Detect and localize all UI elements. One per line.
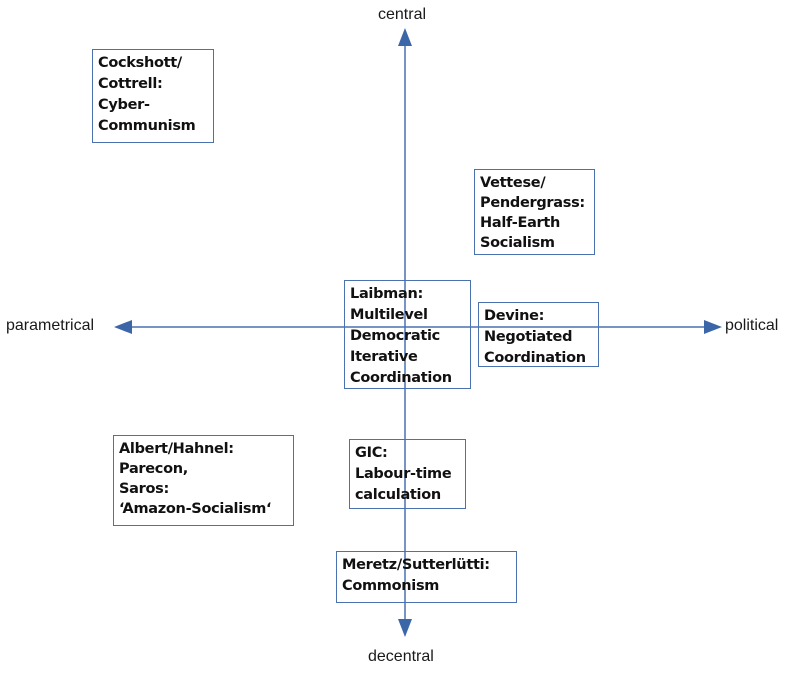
box-line: Meretz/Sutterlütti: <box>342 557 490 573</box>
box-line: Half-Earth <box>480 215 561 231</box>
arrow-right-icon <box>704 320 722 334</box>
box-line: Democratic <box>350 328 440 344</box>
box-albert-hahnel-saros: Albert/Hahnel: Parecon, Saros: ‘Amazon-S… <box>113 435 294 526</box>
axis-label-decentral: decentral <box>368 648 434 665</box>
box-line: Coordination <box>484 350 586 366</box>
box-line: Cottrell: <box>98 76 163 92</box>
box-line: Vettese/ <box>480 175 546 191</box>
box-line: Laibman: <box>350 286 423 302</box>
box-line: Cyber- <box>98 97 150 113</box>
box-line: Pendergrass: <box>480 195 585 211</box>
box-line: GIC: <box>355 445 388 461</box>
box-laibman: Laibman: Multilevel Democratic Iterative… <box>344 280 471 389</box>
box-line: Coordination <box>350 370 452 386</box>
box-cockshott-cottrell: Cockshott/ Cottrell: Cyber- Communism <box>92 49 214 143</box>
arrow-down-icon <box>398 619 412 637</box>
box-line: Devine: <box>484 308 545 324</box>
box-meretz-sutterlutti: Meretz/Sutterlütti: Commonism <box>336 551 517 603</box>
box-line: Communism <box>98 118 196 134</box>
arrow-up-icon <box>398 28 412 46</box>
box-line: calculation <box>355 487 441 503</box>
axis-label-parametrical: parametrical <box>6 317 95 334</box>
box-line: Negotiated <box>484 329 573 345</box>
box-vettese-pendergrass: Vettese/ Pendergrass: Half-Earth Sociali… <box>474 169 595 255</box>
box-line: Socialism <box>480 235 555 251</box>
box-line: ‘Amazon-Socialism‘ <box>119 501 272 517</box>
axis-label-central: central <box>378 6 427 23</box>
box-devine: Devine: Negotiated Coordination <box>478 302 599 367</box>
box-line: Albert/Hahnel: <box>119 441 234 457</box>
axis-label-political: political <box>725 317 779 334</box>
box-line: Multilevel <box>350 307 428 323</box>
box-line: Labour-time <box>355 466 452 482</box>
box-line: Cockshott/ <box>98 55 182 71</box>
box-line: Saros: <box>119 481 169 497</box>
box-line: Commonism <box>342 578 440 594</box>
box-line: Iterative <box>350 349 418 365</box>
box-gic: GIC: Labour-time calculation <box>349 439 466 509</box>
box-line: Parecon, <box>119 461 188 477</box>
arrow-left-icon <box>114 320 132 334</box>
